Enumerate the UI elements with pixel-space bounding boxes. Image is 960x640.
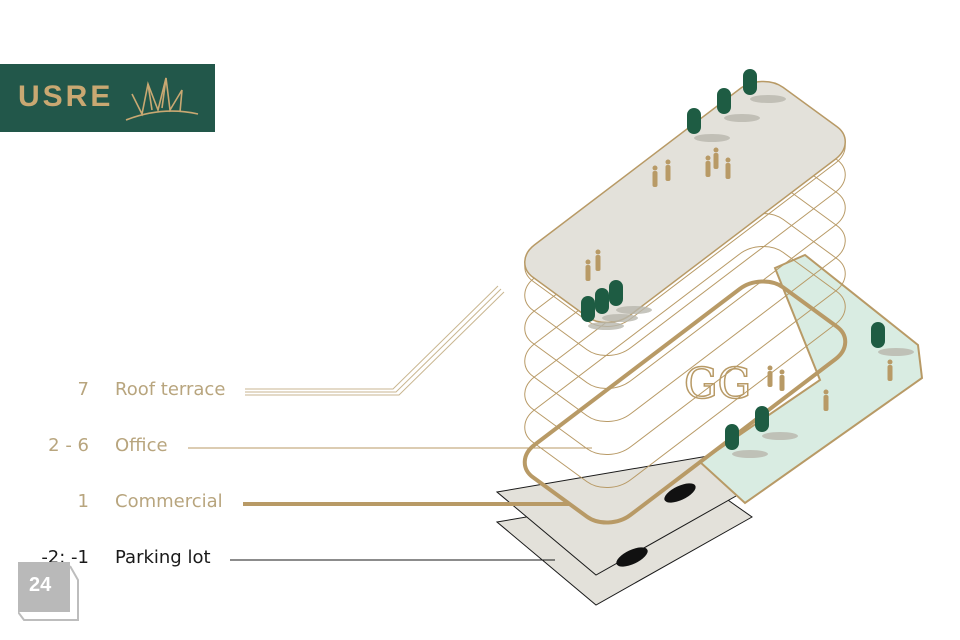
legend-label: Roof terrace <box>115 379 226 400</box>
tree-icon <box>725 424 768 458</box>
usre-logo: USRE <box>0 64 215 132</box>
leader-roof-terrace <box>245 285 505 396</box>
person-icon <box>585 259 591 281</box>
page-number-badge: 24 <box>18 562 70 612</box>
car-icon <box>616 547 648 567</box>
person-icon <box>665 159 671 181</box>
legend-level: 7 <box>77 379 89 400</box>
person-icon <box>887 359 893 381</box>
person-icon <box>705 155 711 177</box>
car-icon <box>664 483 696 503</box>
tree-icon <box>687 108 730 142</box>
tree-icon <box>755 406 798 440</box>
office-floor-slab <box>512 237 858 497</box>
person-icon <box>713 147 719 169</box>
tree-icon <box>717 88 760 122</box>
crown-icon <box>125 77 199 121</box>
person-icon <box>823 389 829 411</box>
legend-label: Office <box>115 435 168 456</box>
page-number: 24 <box>29 574 52 596</box>
legend-label: Commercial <box>115 491 223 512</box>
page-fold-icon <box>18 565 79 621</box>
tree-icon <box>609 280 652 314</box>
legend-commercial: 1 Commercial <box>0 491 300 517</box>
logo-text: USRE <box>18 80 114 113</box>
tree-icon <box>595 288 638 322</box>
person-icon <box>595 249 601 271</box>
person-icon <box>767 365 773 387</box>
person-icon <box>725 157 731 179</box>
tree-icon <box>743 69 786 103</box>
building-brand-mark: GG <box>684 359 751 408</box>
legend-office: 2 - 6 Office <box>0 435 300 461</box>
legend-level: 2 - 6 <box>48 435 89 456</box>
tree-icon <box>871 322 914 356</box>
roof-terrace-slab <box>512 72 858 332</box>
tree-icon <box>581 296 624 330</box>
person-icon <box>779 369 785 391</box>
legend-roof-terrace: 7 Roof terrace <box>0 379 300 405</box>
legend-label: Parking lot <box>115 547 211 568</box>
legend-level: 1 <box>77 491 89 512</box>
garden-terrace <box>698 253 924 505</box>
person-icon <box>652 165 658 187</box>
